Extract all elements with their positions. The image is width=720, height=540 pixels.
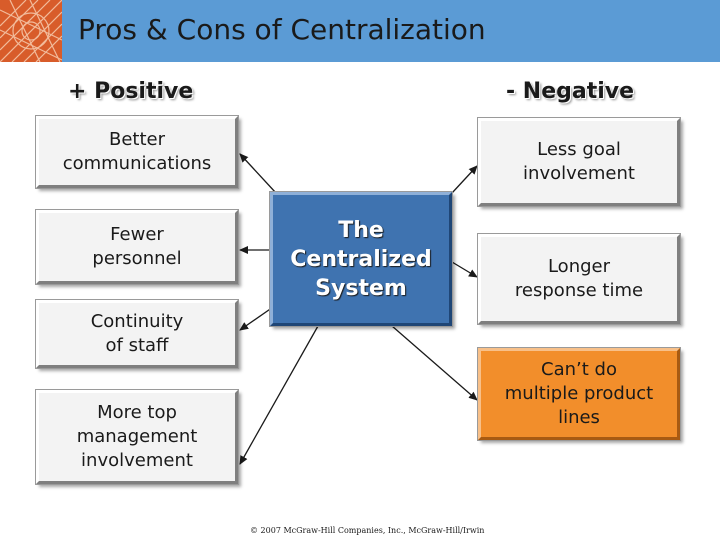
- arrow-to-multiple-product-lines: [392, 326, 477, 400]
- positive-fewer-personnel-label: Fewer personnel: [92, 223, 181, 271]
- centralized-system-box: The Centralized System: [270, 192, 452, 326]
- negative-multiple-product-lines: Can’t do multiple product lines: [478, 348, 680, 440]
- positive-better-communications-label: Better communications: [63, 128, 212, 176]
- negative-longer-response-time: Longer response time: [478, 234, 680, 324]
- negative-less-goal-involvement-label: Less goal involvement: [523, 138, 635, 186]
- arrow-to-longer-response-time: [452, 262, 477, 277]
- negative-longer-response-time-label: Longer response time: [515, 255, 643, 303]
- negative-less-goal-involvement: Less goal involvement: [478, 118, 680, 206]
- copyright-notice: © 2007 McGraw-Hill Companies, Inc., McGr…: [250, 526, 484, 535]
- centralized-system-label: The Centralized System: [290, 216, 432, 303]
- positive-continuity-of-staff: Continuity of staff: [36, 300, 238, 368]
- arrow-to-top-management: [240, 326, 318, 464]
- positive-top-management-involvement-label: More top management involvement: [77, 401, 198, 473]
- negative-multiple-product-lines-label: Can’t do multiple product lines: [505, 358, 653, 430]
- arrow-to-better-communications: [240, 154, 276, 193]
- positive-continuity-of-staff-label: Continuity of staff: [91, 310, 184, 358]
- arrow-to-less-goal-involvement: [452, 166, 477, 193]
- positive-better-communications: Better communications: [36, 116, 238, 188]
- positive-top-management-involvement: More top management involvement: [36, 390, 238, 484]
- positive-fewer-personnel: Fewer personnel: [36, 210, 238, 284]
